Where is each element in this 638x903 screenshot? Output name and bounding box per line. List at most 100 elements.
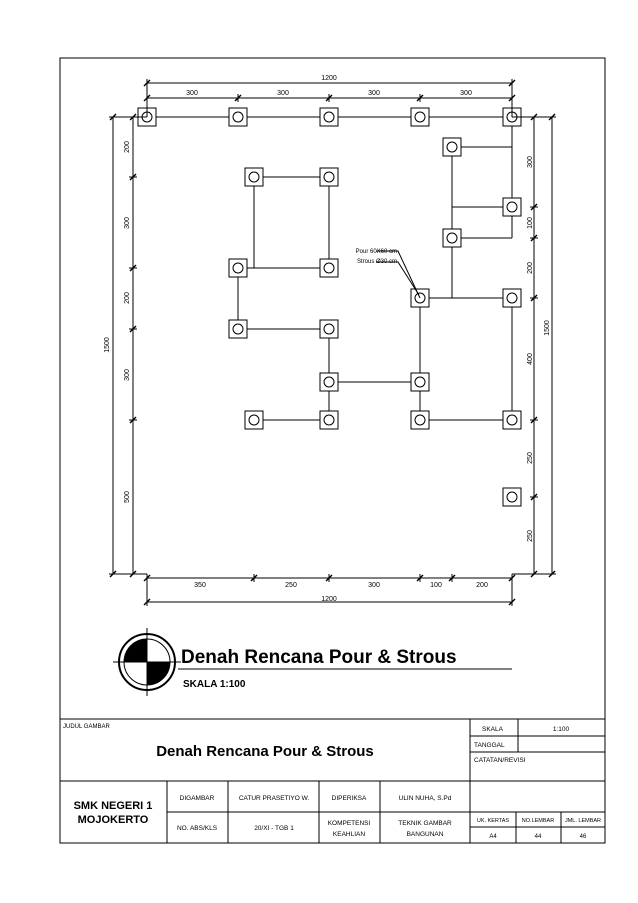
- dim-bottom-seg-2: 250: [285, 582, 297, 589]
- pile-cap: [319, 410, 339, 430]
- strous-circle: [506, 292, 518, 304]
- dimension-ticks: [109, 79, 556, 606]
- pile-cap: [319, 319, 339, 339]
- strous-circle: [414, 376, 426, 388]
- strous-circle: [323, 376, 335, 388]
- callout-leader: [376, 250, 421, 299]
- strous-circle: [446, 232, 458, 244]
- pile-caps: [137, 107, 522, 507]
- dim-right-total: 1500: [544, 320, 551, 336]
- pile-cap: [228, 258, 248, 278]
- strous-circle: [248, 171, 260, 183]
- strous-circle: [323, 323, 335, 335]
- dim-top-total: 1200: [321, 75, 337, 82]
- no-abs-label: NO. ABS/KLS: [177, 825, 218, 832]
- pile-cap: [319, 167, 339, 187]
- dim-left-seg-5: 500: [124, 491, 131, 503]
- dim-top-seg-4: 300: [460, 90, 472, 97]
- skala-value: 1:100: [553, 726, 570, 733]
- callout-pour-label: Pour 60X60 cm: [356, 249, 397, 255]
- dim-top-seg-2: 300: [277, 90, 289, 97]
- pile-cap: [244, 167, 264, 187]
- school-name-line2: MOJOKERTO: [78, 814, 149, 826]
- skala-label: SKALA: [482, 726, 504, 733]
- pile-cap: [228, 319, 248, 339]
- no-lembar-label: NO.LEMBAR: [522, 818, 554, 824]
- jml-lembar-value: 46: [580, 834, 587, 840]
- kompetensi-value-line2: BANGUNAN: [407, 831, 444, 838]
- pile-cap: [502, 410, 522, 430]
- strous-circle: [232, 323, 244, 335]
- pile-cap: [410, 372, 430, 392]
- diperiksa-label: DIPERIKSA: [332, 795, 367, 802]
- dim-right-seg-4: 400: [527, 353, 534, 365]
- dim-right-seg-6: 250: [527, 530, 534, 542]
- tanggal-label: TANGGAL: [474, 742, 505, 749]
- pile-cap: [410, 107, 430, 127]
- strous-circle: [232, 262, 244, 274]
- pile-cap: [319, 372, 339, 392]
- dim-top-seg-1: 300: [186, 90, 198, 97]
- dimension-lines: [109, 79, 556, 606]
- north-arrow-symbol: [113, 628, 181, 696]
- strous-circle: [506, 414, 518, 426]
- catatan-revisi-label: CATATAN/REVISI: [474, 757, 526, 764]
- no-abs-value: 20/XI - TGB 1: [254, 825, 294, 832]
- dim-left-seg-1: 200: [124, 141, 131, 153]
- callout-strous-label: Strous Ø30 cm: [357, 259, 397, 265]
- jml-lembar-label: JML. LEMBAR: [565, 818, 601, 824]
- strous-circle: [506, 491, 518, 503]
- pile-cap: [442, 228, 462, 248]
- title-block-grid: [60, 718, 605, 843]
- dim-bottom-seg-5: 200: [476, 582, 488, 589]
- kompetensi-label-line2: KEAHLIAN: [333, 831, 365, 838]
- strous-circle: [248, 414, 260, 426]
- dim-bottom-total: 1200: [321, 596, 337, 603]
- strous-circle: [232, 111, 244, 123]
- dim-left-seg-4: 300: [124, 369, 131, 381]
- strous-circle: [323, 262, 335, 274]
- drawing-caption-title: Denah Rencana Pour & Strous: [181, 647, 457, 668]
- dim-left-seg-2: 300: [124, 217, 131, 229]
- strous-circle: [414, 414, 426, 426]
- pile-cap: [319, 258, 339, 278]
- diperiksa-value: ULIN NUHA, S.Pd: [399, 795, 452, 802]
- kompetensi-value-line1: TEKNIK GAMBAR: [398, 820, 452, 827]
- judul-gambar-value: Denah Rencana Pour & Strous: [156, 743, 374, 760]
- dim-bottom-seg-4: 100: [430, 582, 442, 589]
- pile-cap: [228, 107, 248, 127]
- pile-cap: [502, 288, 522, 308]
- dim-bottom-seg-1: 350: [194, 582, 206, 589]
- tie-beam-lines: [147, 116, 513, 421]
- strous-circle: [446, 141, 458, 153]
- digambar-value: CATUR PRASETIYO W.: [239, 795, 309, 802]
- kompetensi-label-line1: KOMPETENSI: [328, 820, 371, 827]
- strous-circle: [506, 201, 518, 213]
- dim-left-total: 1500: [104, 337, 111, 353]
- strous-circle: [323, 171, 335, 183]
- strous-circle: [323, 414, 335, 426]
- dim-right-seg-2: 100: [527, 217, 534, 229]
- digambar-label: DIGAMBAR: [180, 795, 215, 802]
- pile-cap: [502, 197, 522, 217]
- strous-circle: [414, 111, 426, 123]
- uk-kertas-label: UK. KERTAS: [477, 818, 510, 824]
- dim-right-seg-1: 300: [527, 156, 534, 168]
- strous-circle: [323, 111, 335, 123]
- dim-top-seg-3: 300: [368, 90, 380, 97]
- pile-cap: [319, 107, 339, 127]
- pile-cap: [442, 137, 462, 157]
- pile-cap: [502, 487, 522, 507]
- drawing-caption-scale: SKALA 1:100: [183, 679, 246, 690]
- dim-right-seg-5: 250: [527, 452, 534, 464]
- dim-right-seg-3: 200: [527, 262, 534, 274]
- judul-gambar-label: JUDUL GAMBAR: [63, 724, 110, 730]
- dim-left-seg-3: 200: [124, 292, 131, 304]
- no-lembar-value: 44: [535, 834, 542, 840]
- sheet-border: [59, 57, 606, 844]
- pile-cap: [410, 410, 430, 430]
- pile-cap: [244, 410, 264, 430]
- uk-kertas-value: A4: [489, 834, 497, 840]
- school-name-line1: SMK NEGERI 1: [74, 800, 153, 812]
